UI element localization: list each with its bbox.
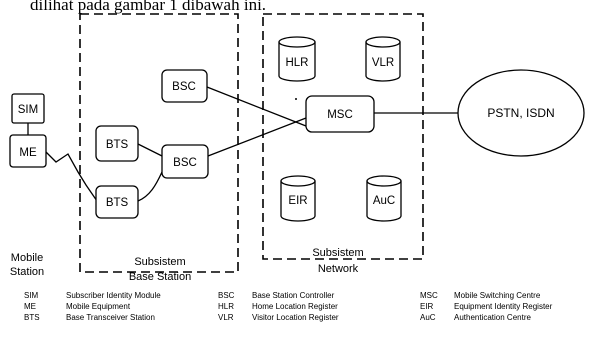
legend-abbr: HLR [218,302,234,311]
msc-label: MSC [327,109,353,121]
legend-abbr: ME [24,302,36,311]
legend-full: Subscriber Identity Module [66,291,161,300]
bsc-upper-label: BSC [172,81,196,93]
legend-abbr: VLR [218,313,234,322]
eir-database-icon [280,175,316,222]
radio-link-zigzag [43,149,98,202]
bsc-upper-msc-link [206,86,307,127]
eir-label: EIR [288,195,307,207]
legend-full: Base Station Controller [252,291,335,300]
legend-full: Visitor Location Register [252,313,339,322]
legend: SIM Subscriber Identity Module ME Mobile… [24,291,553,322]
pstn-isdn-label: PSTN, ISDN [487,106,554,120]
auc-label: AuC [373,195,395,207]
bts-upper-bsc-link [137,143,163,157]
dot-mark [295,98,297,100]
legend-full: Home Location Register [252,302,338,311]
network-label-line2: Network [318,263,359,275]
bsc-lower-msc-link [207,117,307,157]
auc-database-icon [366,175,402,222]
bts-lower-bsc-link [137,171,163,202]
legend-full: Base Transceiver Station [66,313,155,322]
legend-abbr: EIR [420,302,434,311]
legend-abbr: BTS [24,313,40,322]
me-label: ME [19,147,37,159]
mobile-station-label-line2: Station [10,266,44,278]
legend-abbr: SIM [24,291,39,300]
legend-full: Authentication Centre [454,313,531,322]
vlr-label: VLR [372,57,394,69]
msc-box [305,95,375,133]
bts-lower-box [95,185,139,219]
base-station-subsystem-boundary [79,13,239,273]
sim-box [11,93,45,124]
legend-abbr: BSC [218,291,235,300]
top-caption: dilihat pada gambar 1 dibawah ini. [30,0,266,14]
hlr-label: HLR [285,57,308,69]
network-subsystem-boundary [262,13,424,260]
base-station-label-line2: Base Station [129,271,191,283]
pstn-isdn-ellipse [457,69,585,157]
network-label-line1: Subsistem [312,247,363,259]
mobile-station-label-line1: Mobile [11,252,43,264]
base-station-label-line1: Subsistem [134,256,185,268]
bts-lower-label: BTS [106,197,129,209]
legend-full: Mobile Equipment [66,302,131,311]
legend-full: Equipment Identity Register [454,302,553,311]
legend-full: Mobile Switching Centre [454,291,541,300]
vlr-database-icon [365,36,401,82]
bsc-upper-box [161,69,208,103]
sim-label: SIM [18,104,38,116]
legend-abbr: MSC [420,291,438,300]
bsc-lower-box [161,144,209,179]
bsc-lower-label: BSC [173,157,197,169]
hlr-database-icon [278,36,316,82]
me-box [9,134,47,168]
bts-upper-box [95,125,139,162]
legend-abbr: AuC [420,313,436,322]
bts-upper-label: BTS [106,139,129,151]
